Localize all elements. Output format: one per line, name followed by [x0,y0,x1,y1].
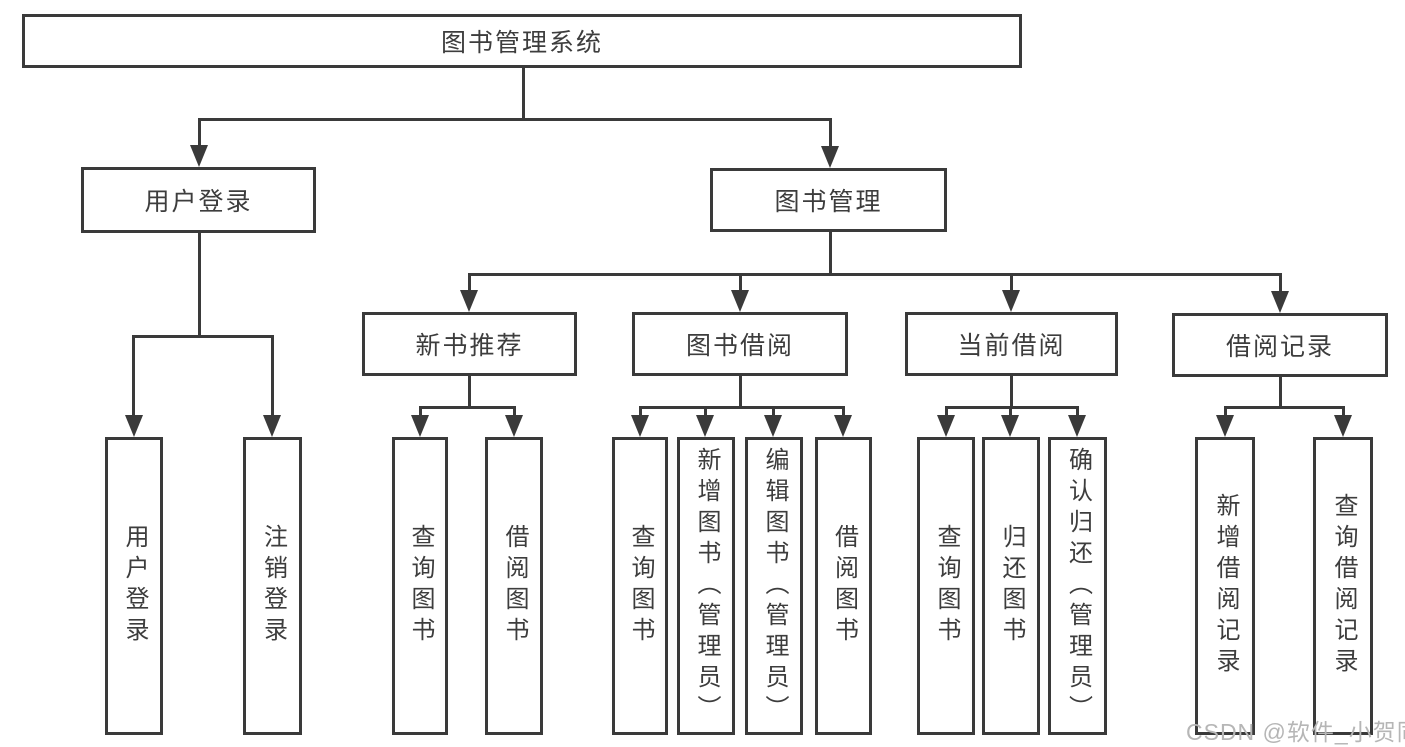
node-borrowing-records: 借阅记录 [1172,313,1388,377]
arrow-down-icon [937,415,955,437]
leaf-query-borrow-record: 查询借阅记录 [1313,437,1373,735]
node-user-login: 用户登录 [81,167,316,233]
connector-line [198,118,832,121]
connector-line [468,376,471,406]
connector-line [1076,406,1079,419]
connector-line [842,406,845,419]
arrow-down-icon [505,415,523,437]
node-book-borrowing: 图书借阅 [632,312,848,376]
connector-line [132,335,135,419]
connector-line [704,406,707,419]
leaf-return-books: 归还图书 [982,437,1040,735]
connector-line [639,406,845,409]
connector-line [1224,406,1345,409]
connector-line [1224,406,1227,419]
leaf-borrow-books-borrowing: 借阅图书 [815,437,872,735]
connector-line [639,406,642,419]
leaf-confirm-return-admin: 确认归还（管理员） [1048,437,1107,735]
leaf-add-borrow-record: 新增借阅记录 [1195,437,1255,735]
connector-line [513,406,516,419]
leaf-query-books-borrowing: 查询图书 [612,437,668,735]
arrow-down-icon [834,415,852,437]
leaf-logout: 注销登录 [243,437,302,735]
arrow-down-icon [1002,290,1020,312]
leaf-query-books-recommend: 查询图书 [392,437,448,735]
leaf-user-login: 用户登录 [105,437,163,735]
connector-line [1342,406,1345,419]
node-library-management-system: 图书管理系统 [22,14,1022,68]
arrow-down-icon [411,415,429,437]
connector-line [1010,273,1013,292]
arrow-down-icon [263,415,281,437]
connector-line [772,406,775,419]
connector-line [1010,376,1013,406]
arrow-down-icon [696,415,714,437]
connector-line [739,273,742,292]
connector-line [468,273,471,292]
connector-line [468,273,1282,276]
csdn-watermark: CSDN @软件_小贺同学 [1186,719,1405,745]
leaf-edit-books-admin: 编辑图书（管理员） [745,437,803,735]
leaf-borrow-books-recommend: 借阅图书 [485,437,543,735]
arrow-down-icon [764,415,782,437]
arrow-down-icon [1271,291,1289,313]
node-book-management: 图书管理 [710,168,947,232]
connector-line [1279,377,1282,406]
connector-line [829,232,832,273]
connector-line [271,335,274,419]
arrow-down-icon [1068,415,1086,437]
arrow-down-icon [631,415,649,437]
connector-line [1279,273,1282,293]
arrow-down-icon [190,145,208,167]
leaf-query-books-current: 查询图书 [917,437,975,735]
arrow-down-icon [460,290,478,312]
arrow-down-icon [1216,415,1234,437]
arrow-down-icon [125,415,143,437]
connector-line [522,68,525,118]
connector-line [198,118,201,152]
node-new-book-recommend: 新书推荐 [362,312,577,376]
connector-line [419,406,516,409]
node-current-borrowing: 当前借阅 [905,312,1118,376]
connector-line [739,376,742,406]
arrow-down-icon [731,290,749,312]
arrow-down-icon [1334,415,1352,437]
connector-line [1009,406,1012,419]
connector-line [132,335,274,338]
leaf-add-books-admin: 新增图书（管理员） [677,437,735,735]
connector-line [419,406,422,419]
arrow-down-icon [821,146,839,168]
connector-line [829,118,832,152]
connector-line [198,233,201,335]
connector-line [945,406,948,419]
connector-line [945,406,1079,409]
arrow-down-icon [1001,415,1019,437]
